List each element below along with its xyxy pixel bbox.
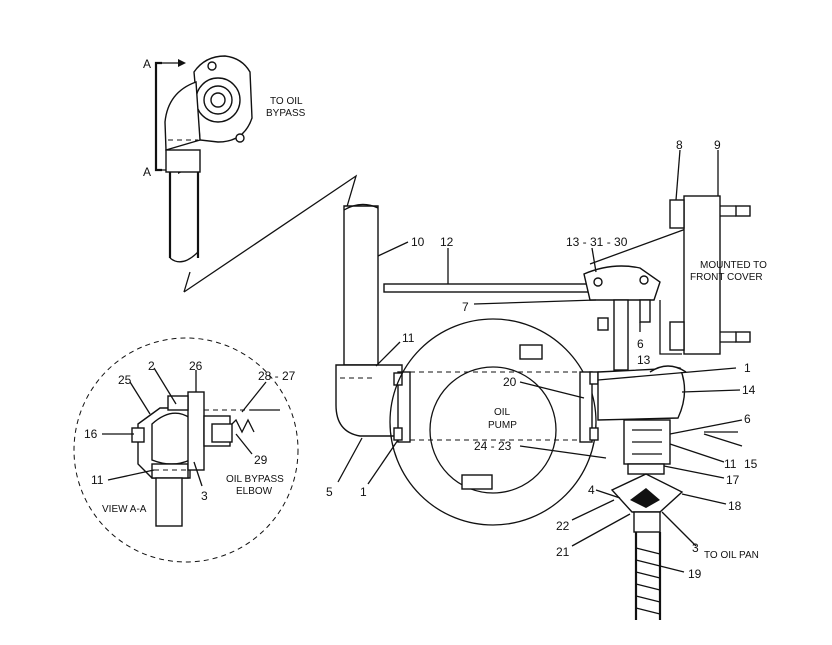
callout-9: 9: [714, 138, 721, 152]
callout-20: 20: [503, 375, 517, 389]
section-mark-top: A: [143, 57, 151, 71]
oil-pump-drawing: [389, 318, 599, 526]
oil-pump-caption-line1: OIL: [494, 407, 511, 418]
callout-13-31-30: 13 - 31 - 30: [566, 235, 628, 249]
to-oil-pan-caption: TO OIL PAN: [704, 550, 759, 561]
callout-29: 29: [254, 453, 268, 467]
callout-18: 18: [728, 499, 742, 513]
section-mark-bottom: A: [143, 165, 151, 179]
callout-25: 25: [118, 373, 132, 387]
callout-6-right: 6: [744, 412, 751, 426]
callout-28-27: 28 - 27: [258, 369, 296, 383]
mounted-caption-line1: MOUNTED TO: [700, 260, 767, 271]
bypass-elbow-drawing: [154, 55, 358, 293]
callout-7: 7: [462, 300, 469, 314]
callout-24-23: 24 - 23: [474, 439, 512, 453]
view-aa-caption: VIEW A-A: [102, 504, 147, 515]
callout-1-right: 1: [744, 361, 751, 375]
callout-12: 12: [440, 235, 454, 249]
mounted-caption-line2: FRONT COVER: [690, 272, 763, 283]
callout-3-detail: 3: [201, 489, 208, 503]
oil-bypass-elbow-caption-line1: OIL BYPASS: [226, 474, 284, 485]
callout-11-detail: 11: [91, 473, 104, 487]
callout-16: 16: [84, 427, 98, 441]
callout-6-top: 6: [637, 337, 644, 351]
callout-8: 8: [676, 138, 683, 152]
callout-11-right: 11: [724, 457, 737, 471]
callout-11-center: 11: [402, 331, 415, 345]
oil-bypass-elbow-caption-line2: ELBOW: [236, 486, 273, 497]
callout-21: 21: [556, 545, 570, 559]
callout-22: 22: [556, 519, 570, 533]
callout-10: 10: [411, 235, 425, 249]
support-bracket-drawing: [383, 195, 751, 371]
oil-pump-caption-line2: PUMP: [488, 420, 517, 431]
callout-5: 5: [326, 485, 333, 499]
callout-19: 19: [688, 567, 702, 581]
callout-4: 4: [588, 483, 595, 497]
callout-3-right: 3: [692, 541, 699, 555]
to-oil-bypass-caption-line2: BYPASS: [266, 108, 306, 119]
leader-lines: [102, 149, 743, 573]
oil-tube-drawing: [335, 203, 411, 443]
callout-13-lower: 13: [637, 353, 651, 367]
callout-15: 15: [744, 457, 758, 471]
callout-26: 26: [189, 359, 203, 373]
view-aa-detail-drawing: [73, 337, 299, 563]
to-oil-bypass-caption-line1: TO OIL: [270, 96, 303, 107]
callout-14: 14: [742, 383, 756, 397]
callout-17: 17: [726, 473, 740, 487]
callout-2: 2: [148, 359, 155, 373]
callout-1-left: 1: [360, 485, 367, 499]
suction-assembly-drawing: [597, 365, 738, 620]
